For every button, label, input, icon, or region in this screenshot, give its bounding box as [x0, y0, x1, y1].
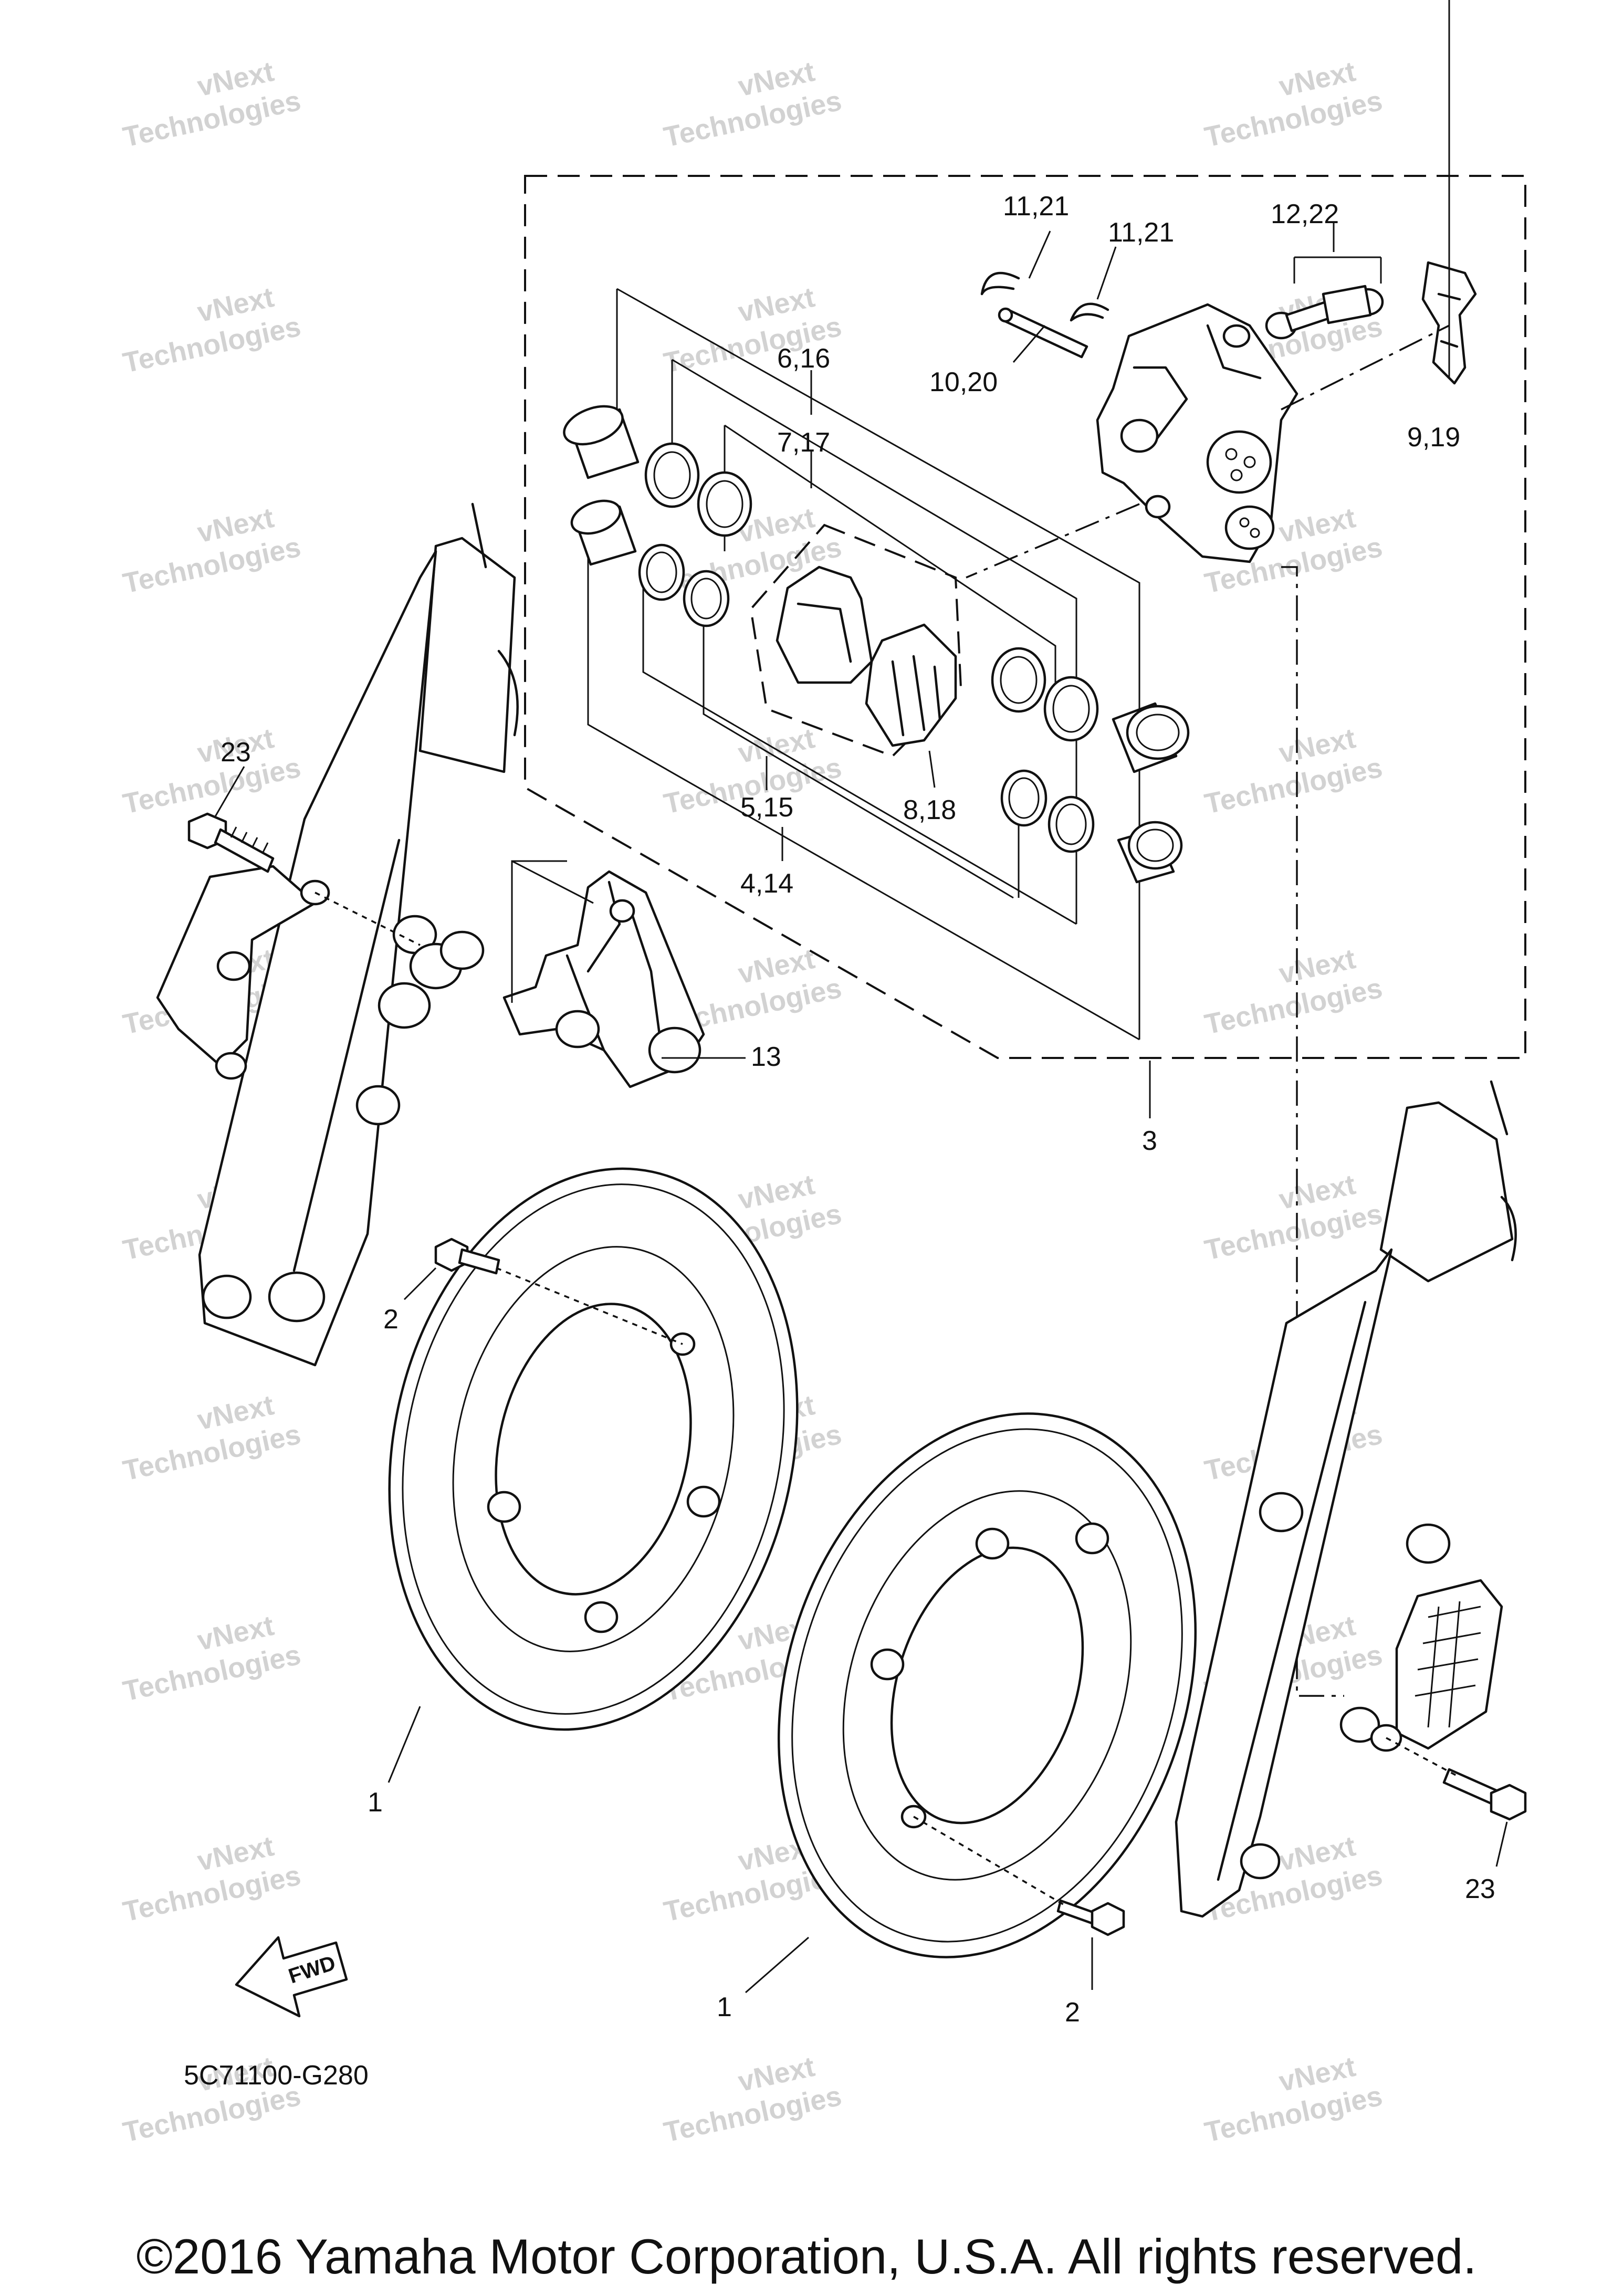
piston-group-bracket-lower — [587, 546, 1140, 1041]
left-guard-bolt — [187, 812, 275, 873]
callout-labels: 1 1 2 2 3 4,14 5,15 6,16 7,17 8,18 9,19 … — [221, 191, 1495, 2028]
piston-group-bracket-inner — [671, 359, 1077, 924]
caliper-13-bracket — [511, 860, 594, 1003]
callout-1-right: 1 — [717, 1992, 732, 2022]
callout-10-20: 10,20 — [929, 367, 998, 397]
callout-7-17: 7,17 — [777, 427, 830, 458]
callout-2-right: 2 — [1065, 1997, 1080, 2028]
callout-3: 3 — [1142, 1126, 1157, 1156]
disc-bolt-right-leader — [913, 1816, 1066, 1907]
callout-23-left: 23 — [221, 737, 251, 768]
callout-leader-8-18 — [928, 750, 936, 788]
left-guard-leader — [315, 892, 421, 946]
diagram-code: 5C71100-G280 — [184, 2060, 369, 2091]
caliper-assembly-outline — [524, 175, 1526, 1059]
callout-leader-11-21-b — [1096, 246, 1117, 300]
callout-leader-23-left — [214, 766, 245, 817]
callout-leader-12-22 — [1293, 223, 1382, 284]
brake-pads — [749, 523, 962, 758]
disc-bolt-left-leader — [496, 1267, 683, 1345]
copyright-notice: ©2016 Yamaha Motor Corporation, U.S.A. A… — [137, 2229, 1477, 2284]
callout-leader-11-21-a — [1028, 230, 1051, 279]
disc-bolt-right — [1056, 1899, 1125, 1936]
left-fork-leg — [198, 502, 519, 1367]
spring-chain-line — [1281, 324, 1450, 411]
right-brake-hose-guard — [1370, 1579, 1503, 1752]
disc-bolt-left — [434, 1238, 500, 1275]
seal-group-bracket-lower — [703, 588, 1020, 899]
right-fork-leg — [1175, 1080, 1517, 1918]
seals-right — [991, 647, 1099, 853]
callout-6-16: 6,16 — [777, 343, 830, 374]
pad-pin — [998, 307, 1088, 359]
callout-13: 13 — [751, 1042, 781, 1072]
caliper-body — [1096, 303, 1298, 563]
callout-leader-23-right — [1495, 1821, 1508, 1867]
callout-11-21-b: 11,21 — [1108, 217, 1174, 248]
pin-clip-a — [980, 271, 1020, 296]
piston-upper-left — [563, 405, 640, 479]
callout-4-14: 4,14 — [740, 868, 793, 899]
bleed-screw — [1265, 285, 1384, 340]
brake-disc-right — [777, 1412, 1197, 1958]
callout-leader-1-right — [745, 1936, 809, 1994]
callout-leader-1-left — [387, 1706, 421, 1783]
left-brake-hose-guard — [156, 865, 330, 1080]
seals-left — [638, 442, 752, 627]
caliper-to-fork-chain — [1281, 566, 1344, 1697]
right-guard-leader — [1386, 1737, 1460, 1778]
fwd-arrow-icon: FWD — [235, 1936, 348, 2018]
callout-leader-2-left — [403, 1267, 437, 1301]
callout-23-right: 23 — [1465, 1874, 1495, 1904]
caliper-to-seals-chain — [966, 503, 1140, 579]
piston-upper-right — [1112, 702, 1190, 773]
callout-2-left: 2 — [383, 1304, 399, 1335]
callout-5-15: 5,15 — [740, 792, 793, 823]
callout-12-22: 12,22 — [1271, 199, 1339, 229]
pin-clip-b — [1070, 302, 1109, 322]
callout-8-18: 8,18 — [903, 795, 956, 825]
callout-9-19: 9,19 — [1407, 422, 1460, 453]
piston-lower-left — [570, 499, 637, 566]
piston-lower-right — [1117, 821, 1183, 884]
brake-disc-left — [388, 1167, 799, 1731]
callout-1-left: 1 — [368, 1787, 383, 1818]
callout-leader-10-20 — [1012, 325, 1046, 363]
right-guard-bolt — [1442, 1768, 1527, 1821]
front-brake-caliper-13 — [502, 870, 705, 1088]
callout-11-21-a: 11,21 — [1003, 191, 1069, 222]
